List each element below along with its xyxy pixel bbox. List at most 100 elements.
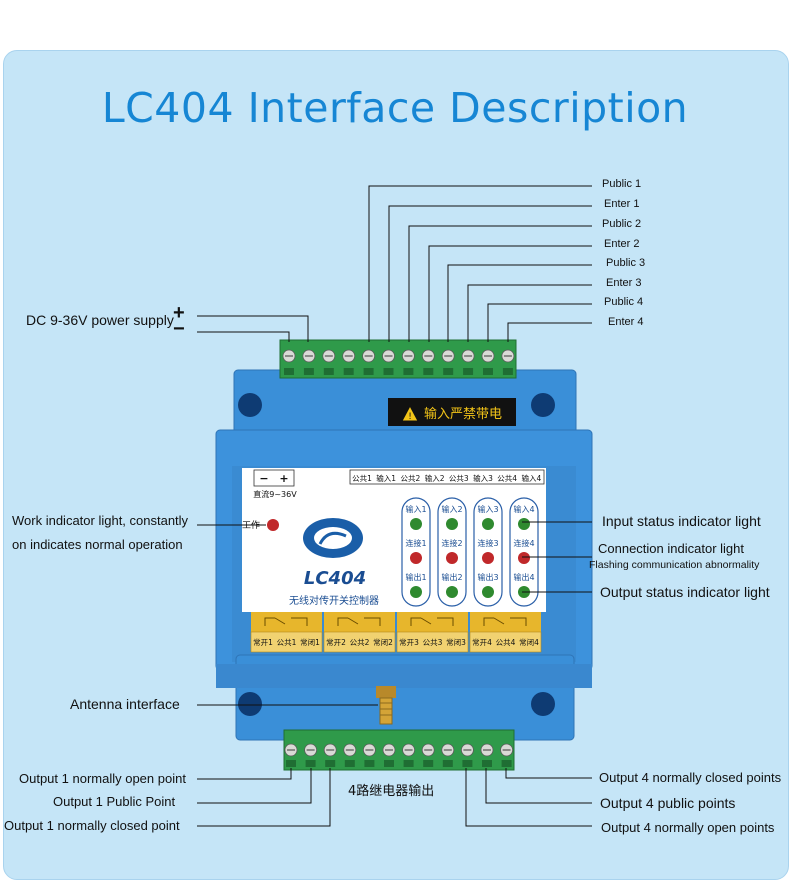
status-led [410,552,422,564]
top-terminal-block [279,339,517,379]
led-label: 输出1 [405,572,426,582]
brand-logo-icon [303,518,363,558]
work-indicator-desc: on indicates normal operation [12,537,183,552]
front-terminal-label: 公共2 [401,474,421,483]
led-label: 连接1 [405,538,426,548]
warning-icon [401,404,419,422]
relay-symbol [251,612,322,632]
antenna-label: Antenna interface [70,696,180,712]
power-supply-label: DC 9-36V power supply [26,312,174,328]
status-led [518,552,530,564]
relay-symbol [324,612,395,632]
label-enter-3: Enter 3 [606,277,642,289]
mount-hole [238,692,262,716]
plus-label: + [173,302,185,324]
relay-terminal-label: 公共3 [423,638,443,647]
status-led [410,586,422,598]
relay-terminal-label: 公共4 [496,638,516,647]
output-status-label: Output status indicator light [600,584,770,600]
relay-terminal-label: 常开2 [326,638,346,647]
connection-sub-label: Flashing communication abnormality [589,559,760,571]
relay-terminal-label: 常开3 [399,638,419,647]
label-public-3: Public 3 [606,257,646,269]
mount-hole [531,393,555,417]
antenna-connector [376,686,396,725]
label-enter-2: Enter 2 [604,238,640,250]
label-enter-1: Enter 1 [604,198,640,210]
callout-lines [197,185,592,827]
out4-open-label: Output 4 normally open points [601,820,775,835]
input-status-label: Input status indicator light [602,513,761,529]
status-led [482,518,494,530]
front-terminal-label: 输入3 [473,473,493,483]
front-terminal-label: 输入1 [376,473,396,483]
led-label: 输出4 [513,572,534,582]
mount-hole [531,692,555,716]
relay-terminal-label: 公共1 [277,638,297,647]
led-label: 连接2 [441,538,462,548]
relay-label-bar [469,631,542,653]
status-led [518,518,530,530]
led-label: 输入2 [441,504,462,514]
connection-label: Connection indicator light [598,541,744,556]
device-subtitle: 无线对传开关控制器 [289,594,379,607]
relay-label-bar [323,631,396,653]
out1-public-label: Output 1 Public Point [53,794,176,809]
relay-output-caption: 4路继电器输出 [348,784,435,799]
relay-terminal-label: 常闭4 [519,638,539,647]
status-led [410,518,422,530]
status-led [482,586,494,598]
mount-hole [238,393,262,417]
work-led [267,519,279,531]
led-label: 输入4 [513,504,534,514]
relay-terminal-label: 常开4 [472,638,492,647]
led-label: 输出3 [477,572,498,582]
front-terminal-label: 公共4 [497,474,517,483]
relay-label-bar [396,631,469,653]
front-terminal-label: 输入4 [522,473,542,483]
relay-terminal-label: 常闭2 [373,638,393,647]
label-enter-4: Enter 4 [608,316,644,328]
status-led [446,552,458,564]
relay-terminal-label: 公共2 [350,638,370,647]
out4-closed-label: Output 4 normally closed points [599,770,782,785]
svg-text:直流9~36V: 直流9~36V [253,489,297,499]
status-led [446,518,458,530]
led-column [437,497,467,607]
label-public-2: Public 2 [602,218,642,230]
led-column [473,497,503,607]
out1-open-label: Output 1 normally open point [19,771,186,786]
status-led [482,552,494,564]
front-terminal-label: 公共1 [352,474,372,483]
led-column [401,497,431,607]
relay-label-bar [250,631,323,653]
out1-closed-label: Output 1 normally closed point [4,818,180,833]
label-public-4: Public 4 [604,296,644,308]
relay-symbol [397,612,468,632]
label-public-1: Public 1 [602,178,642,190]
led-column [509,497,539,607]
relay-symbol [470,612,541,632]
led-label: 输出2 [441,572,462,582]
out4-public-label: Output 4 public points [600,795,736,811]
status-led [446,586,458,598]
svg-text:+: + [279,472,288,485]
relay-terminal-label: 常开1 [253,638,273,647]
model-label: LC404 [304,568,366,589]
front-label [242,468,546,612]
led-label: 输入3 [477,504,498,514]
warning-text: 输入严禁带电 [424,406,502,422]
minus-label: − [173,318,185,340]
led-label: 连接4 [513,538,534,548]
work-indicator-label: Work indicator light, constantly [12,513,189,528]
svg-text:!: ! [408,412,412,422]
front-terminal-label: 输入2 [425,473,445,483]
page-title: LC404 Interface Description [101,84,689,132]
svg-text:−: − [259,472,268,485]
relay-terminal-label: 常闭3 [446,638,466,647]
relay-terminal-label: 常闭1 [300,638,320,647]
bottom-terminal-block [283,729,515,771]
led-label: 输入1 [405,504,426,514]
led-label: 连接3 [477,538,498,548]
